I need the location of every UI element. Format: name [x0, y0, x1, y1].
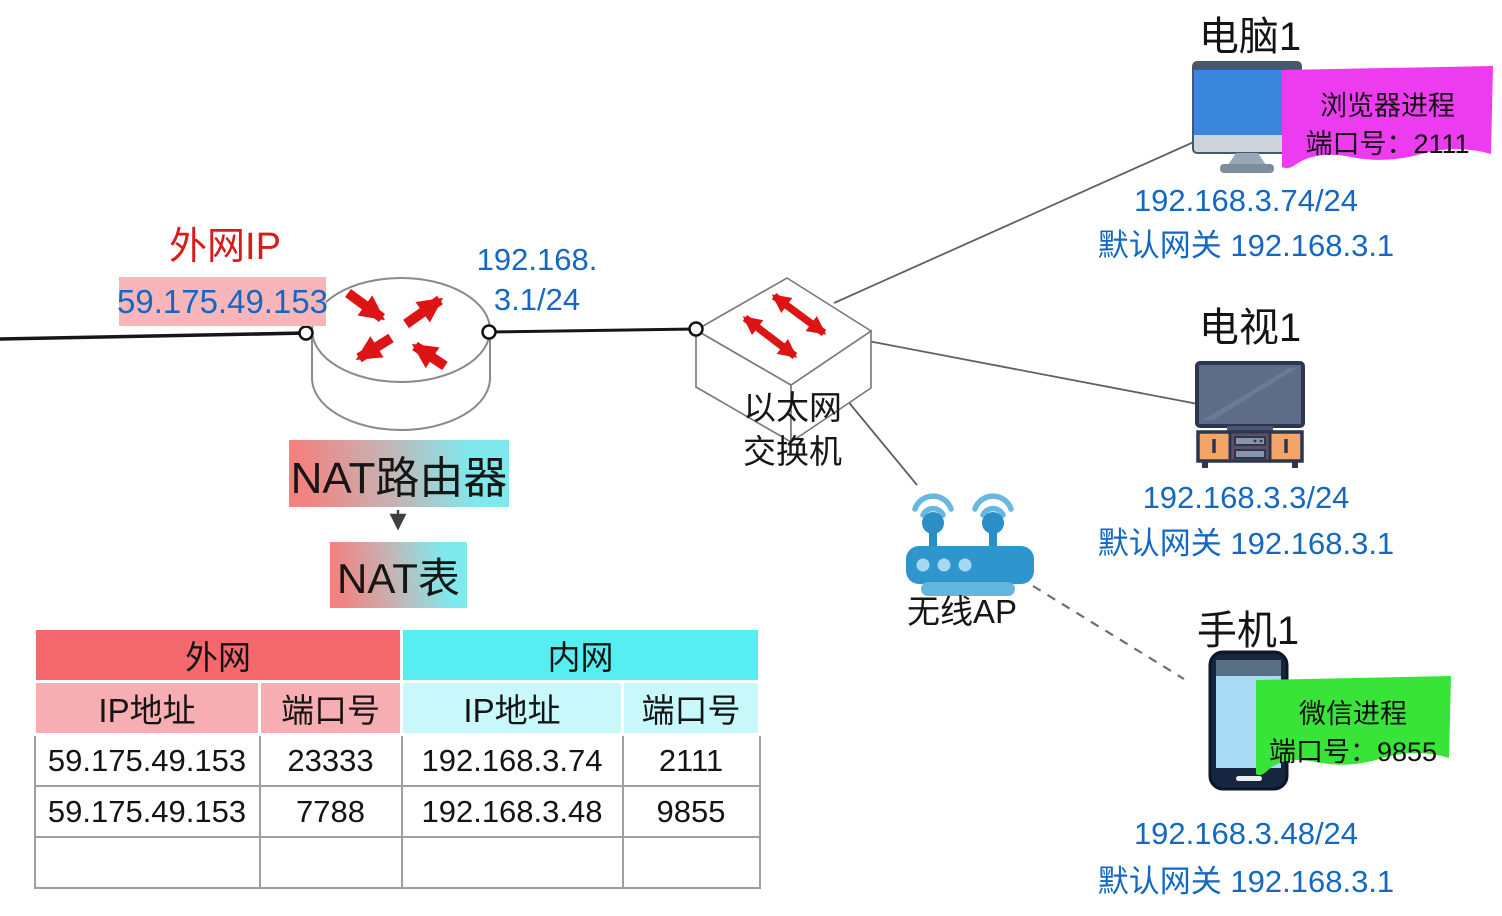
- switch-label-line2: 交换机: [743, 433, 842, 470]
- nat-cell: 192.168.3.48: [400, 785, 624, 838]
- switch-tv-line: [867, 340, 1199, 405]
- ethernet-switch-icon: [694, 277, 873, 444]
- connector-dot-switch: [688, 321, 704, 337]
- computer-ip: 192.168.3.74/24: [1133, 183, 1359, 218]
- connector-dot-wan: [298, 325, 314, 341]
- computer-gateway: 默认网关 192.168.3.1: [1097, 227, 1395, 263]
- nat-cell: [33, 836, 261, 889]
- tv-ip: 192.168.3.3/24: [1142, 480, 1350, 515]
- wan-link-line: [0, 331, 307, 341]
- phone-title: 手机1: [1196, 609, 1300, 653]
- nat-header-wan: 外网: [33, 627, 403, 683]
- nat-header-lan: 内网: [400, 627, 761, 683]
- wechat-note: [1256, 676, 1451, 776]
- browser-note-line2: 端口号：2111: [1305, 128, 1470, 159]
- nat-router-icon: [311, 277, 491, 431]
- nat-col-wan-ip: IP地址: [33, 680, 261, 736]
- router-lan-ip: 192.168. 3.1/24: [452, 240, 622, 320]
- wireless-ap-icon: [906, 493, 1034, 596]
- tv-title: 电视1: [1198, 306, 1302, 350]
- nat-col-wan-port: 端口号: [258, 680, 403, 736]
- connector-dot-router-lan: [481, 324, 497, 340]
- computer-title: 电脑1: [1198, 15, 1302, 59]
- ap-phone-dashed-line: [1032, 585, 1185, 680]
- switch-label-line1: 以太网: [743, 389, 842, 426]
- nat-cell: [400, 836, 624, 889]
- nat-cell: 59.175.49.153: [33, 733, 261, 787]
- nat-router-label: NAT路由器: [289, 440, 509, 507]
- wechat-note-line1: 微信进程: [1299, 698, 1407, 729]
- nat-row-3: [33, 836, 761, 889]
- switch-computer-line: [833, 140, 1197, 304]
- nat-cell: [621, 836, 761, 889]
- nat-col-lan-port: 端口号: [621, 680, 761, 736]
- nat-cell: 59.175.49.153: [33, 785, 261, 838]
- tv-icon: [1195, 361, 1305, 468]
- nat-col-lan-ip: IP地址: [400, 680, 624, 736]
- nat-cell: 2111: [621, 733, 761, 787]
- phone-gateway: 默认网关 192.168.3.1: [1097, 863, 1395, 899]
- router-lan-ip-line2: 3.1/24: [493, 282, 581, 317]
- tv-gateway: 默认网关 192.168.3.1: [1097, 525, 1395, 561]
- router-switch-line: [488, 327, 697, 334]
- router-lan-ip-line1: 192.168.: [476, 242, 598, 277]
- nat-cell: 7788: [258, 785, 403, 838]
- nat-table: 外网 内网 IP地址 端口号 IP地址 端口号 59.175.49.153 23…: [33, 627, 761, 889]
- wechat-note-line2: 端口号：9855: [1268, 736, 1438, 767]
- browser-note-text: 浏览器进程 端口号：2111: [1280, 64, 1495, 159]
- wechat-note-text: 微信进程 端口号：9855: [1253, 674, 1453, 767]
- wan-ip-value: 59.175.49.153: [117, 277, 328, 326]
- browser-note: [1282, 66, 1493, 169]
- switch-label: 以太网 交换机: [710, 386, 875, 474]
- ap-label: 无线AP: [906, 593, 1018, 630]
- nat-cell: 23333: [258, 733, 403, 787]
- switch-ap-line: [845, 398, 918, 486]
- nat-cell: [258, 836, 403, 889]
- wan-ip-label: 外网IP: [169, 225, 281, 268]
- nat-cell: 192.168.3.74: [400, 733, 624, 787]
- phone-ip: 192.168.3.48/24: [1133, 816, 1359, 851]
- nat-table-title: NAT表: [330, 542, 467, 608]
- browser-note-line1: 浏览器进程: [1320, 90, 1455, 121]
- nat-row-2: 59.175.49.153 7788 192.168.3.48 9855: [33, 785, 761, 838]
- nat-cell: 9855: [621, 785, 761, 838]
- nat-row-1: 59.175.49.153 23333 192.168.3.74 2111: [33, 733, 761, 787]
